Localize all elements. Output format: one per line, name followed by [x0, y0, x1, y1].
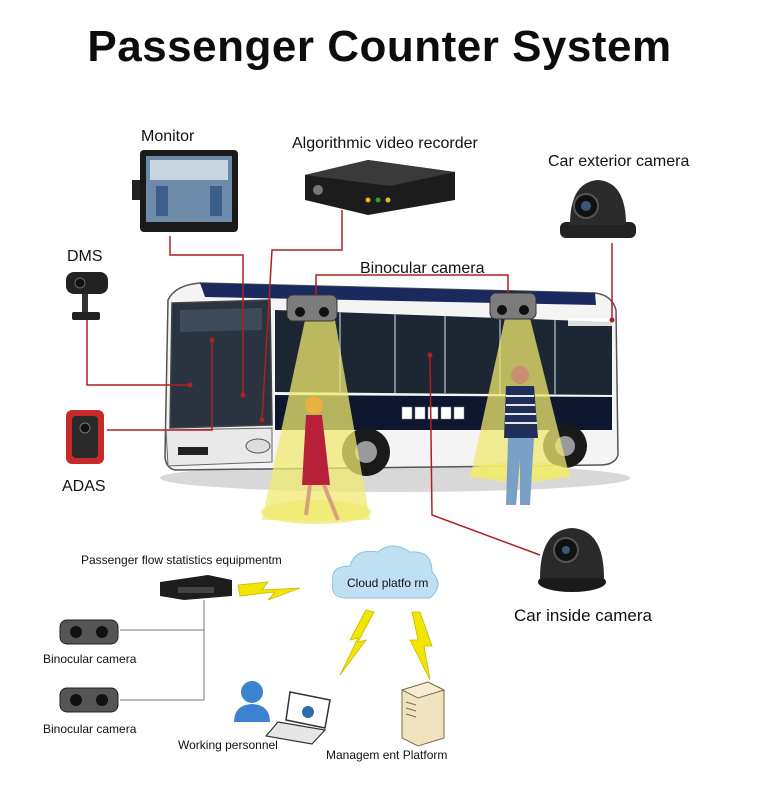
- binocular-camera-rear: [489, 292, 537, 320]
- person-icon: [234, 681, 270, 722]
- page-title: Passenger Counter System: [87, 22, 672, 71]
- video-recorder-device: [305, 160, 455, 215]
- label-binocular-2: Binocular camera: [43, 722, 137, 736]
- binocular-camera-device-1: [59, 619, 119, 645]
- connection-lines: [86, 210, 613, 556]
- label-adas: ADAS: [62, 478, 106, 495]
- label-inside-camera: Car inside camera: [514, 606, 652, 625]
- label-flow-equipment: Passenger flow statistics equipmentm: [81, 553, 282, 567]
- binocular-camera-front: [286, 294, 338, 322]
- label-management-platform: Managem ent Platform: [326, 748, 448, 762]
- label-exterior-camera: Car exterior camera: [548, 153, 690, 170]
- label-recorder: Algorithmic video recorder: [292, 135, 478, 152]
- label-working-personnel: Working personnel: [178, 738, 278, 752]
- monitor-device: [132, 150, 238, 232]
- label-binocular-1: Binocular camera: [43, 652, 137, 666]
- label-dms: DMS: [67, 248, 103, 265]
- label-cloud: Cloud platfo rm: [347, 576, 429, 590]
- flow-statistics-box: [160, 575, 232, 600]
- lightning-bolts: [237, 581, 433, 681]
- passenger-man: [504, 366, 538, 505]
- label-binocular-top: Binocular camera: [360, 260, 485, 277]
- bottom-connection-lines: [120, 600, 205, 701]
- cloud-icon: [332, 545, 439, 599]
- label-monitor: Monitor: [141, 128, 195, 145]
- inside-camera-device: [538, 528, 606, 592]
- passenger-woman: [302, 396, 340, 521]
- adas-device: [66, 410, 104, 464]
- binocular-camera-device-2: [59, 687, 119, 713]
- laptop-icon: [264, 691, 331, 745]
- dms-device: [66, 272, 108, 320]
- server-icon: [400, 681, 446, 747]
- exterior-camera-device: [560, 180, 636, 238]
